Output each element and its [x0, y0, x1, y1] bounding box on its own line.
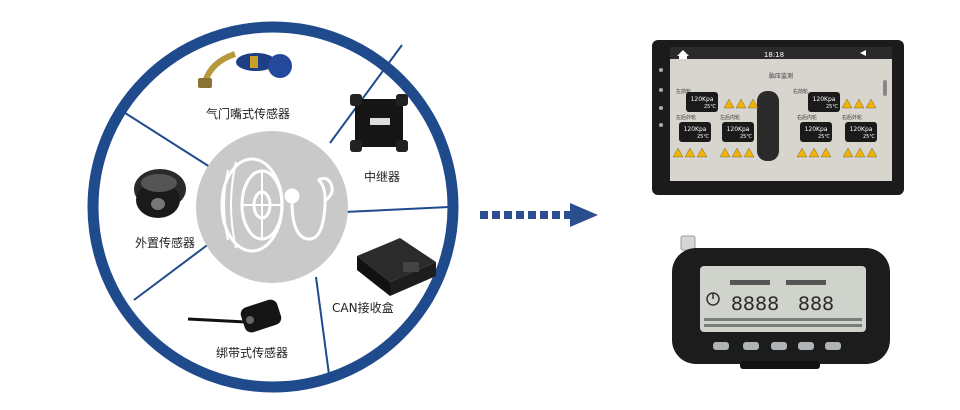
external-sensor-label: 外置传感器 — [135, 236, 196, 250]
tire-temp: 25℃ — [704, 104, 716, 110]
tire-temp: 25℃ — [697, 134, 709, 140]
tire-box-rear-left-outer: 左后外轮 120Kpa 25℃ — [676, 114, 711, 142]
tire-temp: 25℃ — [740, 134, 752, 140]
tire-temp: 25℃ — [818, 134, 830, 140]
lcd-button-2 — [743, 342, 759, 350]
tablet-statusbar — [670, 47, 892, 59]
valve-sensor-image — [198, 51, 292, 88]
tablet-title: 胎压监测 — [769, 72, 793, 80]
external-sensor-image — [134, 169, 186, 218]
tire-box-front-right: 右前轮 120Kpa 25℃ — [793, 88, 840, 112]
lcd-digits-left: 8888 — [731, 293, 779, 315]
tire-label: 左前轮 — [676, 88, 691, 95]
tire-label: 右后内轮 — [797, 114, 817, 121]
tire-temp: 25℃ — [826, 104, 838, 110]
lcd-button-5 — [825, 342, 841, 350]
tablet-screen — [670, 47, 892, 181]
strap-sensor-image — [187, 299, 282, 333]
tire-pressure: 120Kpa — [813, 96, 836, 103]
arrow-head — [570, 203, 598, 227]
strap-sensor-label: 绑带式传感器 — [216, 346, 289, 360]
divider-4 — [133, 239, 215, 301]
divider-5 — [121, 110, 211, 168]
vehicle-silhouette — [757, 91, 779, 161]
tire-box-front-left: 左前轮 120Kpa 25℃ — [676, 88, 718, 112]
tablet-monitor — [652, 40, 904, 195]
relay-image — [350, 94, 408, 152]
tire-label: 右后外轮 — [842, 114, 862, 121]
tire-label: 左后外轮 — [676, 114, 696, 121]
home-icon — [677, 50, 689, 59]
divider-2 — [343, 206, 450, 213]
lcd-digits-right: 888 — [798, 293, 834, 315]
tire-label: 左后内轮 — [720, 114, 740, 121]
divider-3 — [315, 276, 331, 383]
back-icon — [860, 50, 866, 56]
lcd-button-3 — [771, 342, 787, 350]
lcd-button-1 — [713, 342, 729, 350]
tire-label: 右前轮 — [793, 88, 808, 95]
lcd-monitor — [672, 235, 890, 369]
tire-pressure: 120Kpa — [691, 96, 714, 103]
tire-pressure: 120Kpa — [684, 126, 707, 133]
can-box-image — [357, 238, 436, 296]
can-box-label: CAN接收盒 — [332, 301, 394, 315]
valve-sensor-label: 气门嘴式传感器 — [206, 107, 291, 121]
tire-box-rear-right-inner: 右后内轮 120Kpa 25℃ — [797, 114, 832, 142]
tire-pressure: 120Kpa — [850, 126, 873, 133]
tire-pressure: 120Kpa — [727, 126, 750, 133]
tire-box-rear-right-outer: 右后外轮 120Kpa 25℃ — [842, 114, 877, 142]
divider-1 — [329, 44, 403, 144]
warning-icons — [672, 98, 878, 158]
tire-temp: 25℃ — [863, 134, 875, 140]
tire-box-rear-left-inner: 左后内轮 120Kpa 25℃ — [720, 114, 754, 142]
dotted-arrow — [480, 203, 598, 227]
relay-label: 中继器 — [364, 170, 401, 184]
lcd-screen — [700, 266, 866, 332]
tablet-time: 18:18 — [764, 51, 784, 59]
tire-stethoscope-icon — [220, 157, 334, 253]
lcd-button-4 — [798, 342, 814, 350]
tire-pressure: 120Kpa — [805, 126, 828, 133]
